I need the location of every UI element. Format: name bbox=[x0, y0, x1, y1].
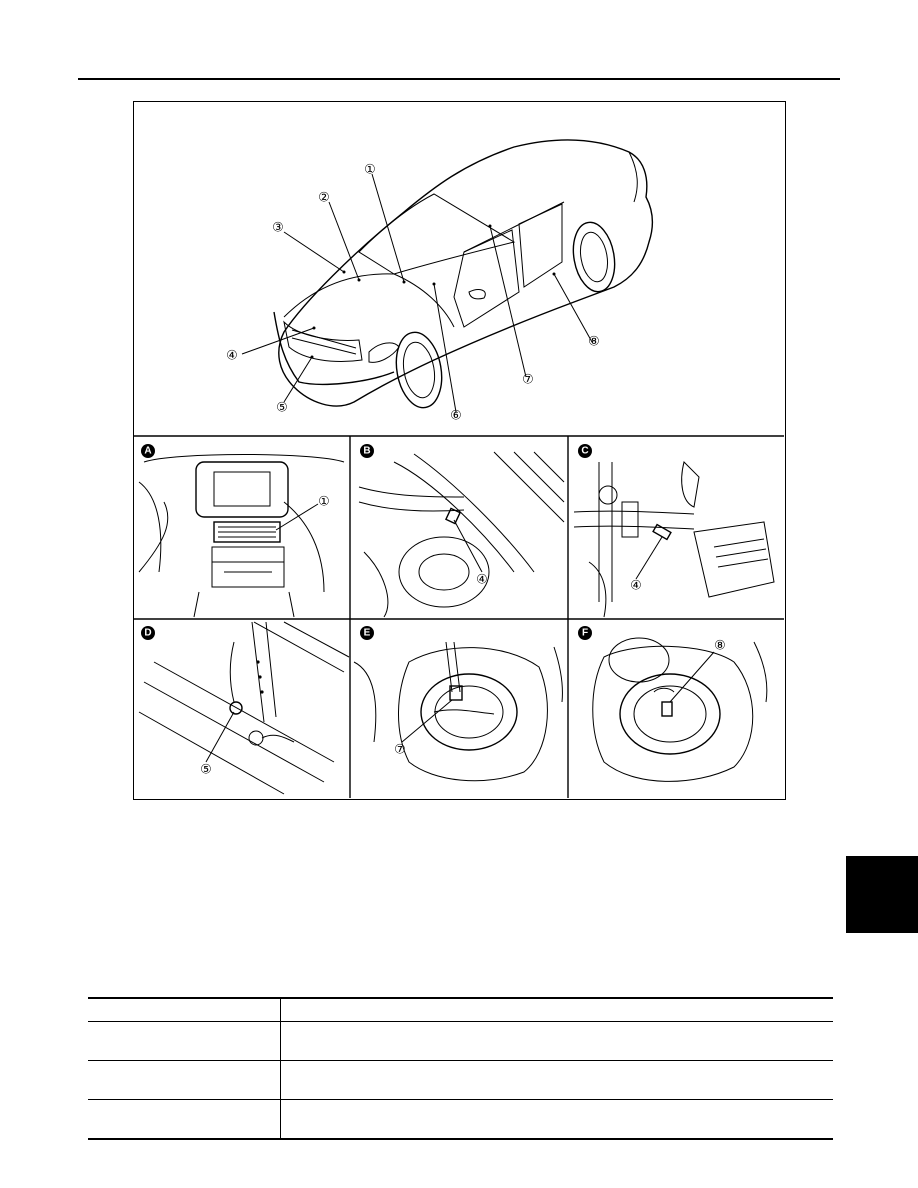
panel-f-callout: ⑧ bbox=[714, 639, 726, 654]
table-cell bbox=[88, 1021, 281, 1061]
panel-c-sensor: C ④ bbox=[573, 444, 775, 618]
panel-d-label: D bbox=[144, 628, 151, 639]
callout-4: ④ bbox=[226, 349, 238, 364]
table-cell bbox=[280, 1099, 833, 1140]
table-cell bbox=[88, 997, 281, 1022]
component-location-drawing: ① ② ③ ④ ⑤ ⑥ ⑦ ⑧ A ① B bbox=[134, 139, 784, 798]
spec-table bbox=[88, 997, 833, 1140]
callout-7: ⑦ bbox=[522, 373, 534, 388]
callout-2: ② bbox=[318, 191, 330, 206]
header-rule bbox=[78, 78, 840, 80]
callout-8: ⑧ bbox=[588, 335, 600, 350]
panel-b-label: B bbox=[363, 446, 370, 457]
callout-6: ⑥ bbox=[450, 409, 462, 424]
section-tab bbox=[846, 856, 918, 933]
callout-3: ③ bbox=[272, 221, 284, 236]
panel-a-label: A bbox=[144, 446, 151, 457]
table-cell bbox=[280, 1021, 833, 1061]
panel-e-callout: ⑦ bbox=[394, 743, 406, 758]
callout-5: ⑤ bbox=[276, 401, 288, 416]
panel-e-label: E bbox=[364, 628, 371, 639]
panel-grid bbox=[134, 435, 784, 798]
panel-d-callout: ⑤ bbox=[200, 763, 212, 778]
panel-f-fuel-sensor: F ⑧ bbox=[578, 626, 768, 782]
panel-a-console: A ① bbox=[138, 444, 345, 618]
panel-d-radiator: D ⑤ bbox=[138, 621, 350, 795]
table-row bbox=[88, 1060, 833, 1100]
table-row bbox=[88, 1021, 833, 1061]
panel-f-label: F bbox=[582, 628, 588, 639]
table-row bbox=[88, 997, 833, 1022]
panel-c-label: C bbox=[581, 446, 588, 457]
table-cell bbox=[280, 1060, 833, 1100]
callout-1: ① bbox=[364, 163, 376, 178]
table-cell bbox=[280, 997, 833, 1022]
panel-b-engine-bay: B ④ bbox=[358, 444, 565, 618]
panel-a-callout: ① bbox=[318, 495, 330, 510]
panel-b-callout: ④ bbox=[476, 573, 488, 588]
panel-c-callout: ④ bbox=[630, 579, 642, 594]
table-row bbox=[88, 1099, 833, 1140]
component-location-figure: ① ② ③ ④ ⑤ ⑥ ⑦ ⑧ A ① B bbox=[133, 101, 786, 800]
table-cell bbox=[88, 1099, 281, 1140]
table-cell bbox=[88, 1060, 281, 1100]
panel-e-fuel-pump: E ⑦ bbox=[353, 626, 563, 782]
callout-leaders bbox=[241, 173, 593, 413]
vehicle-illustration bbox=[273, 139, 654, 409]
